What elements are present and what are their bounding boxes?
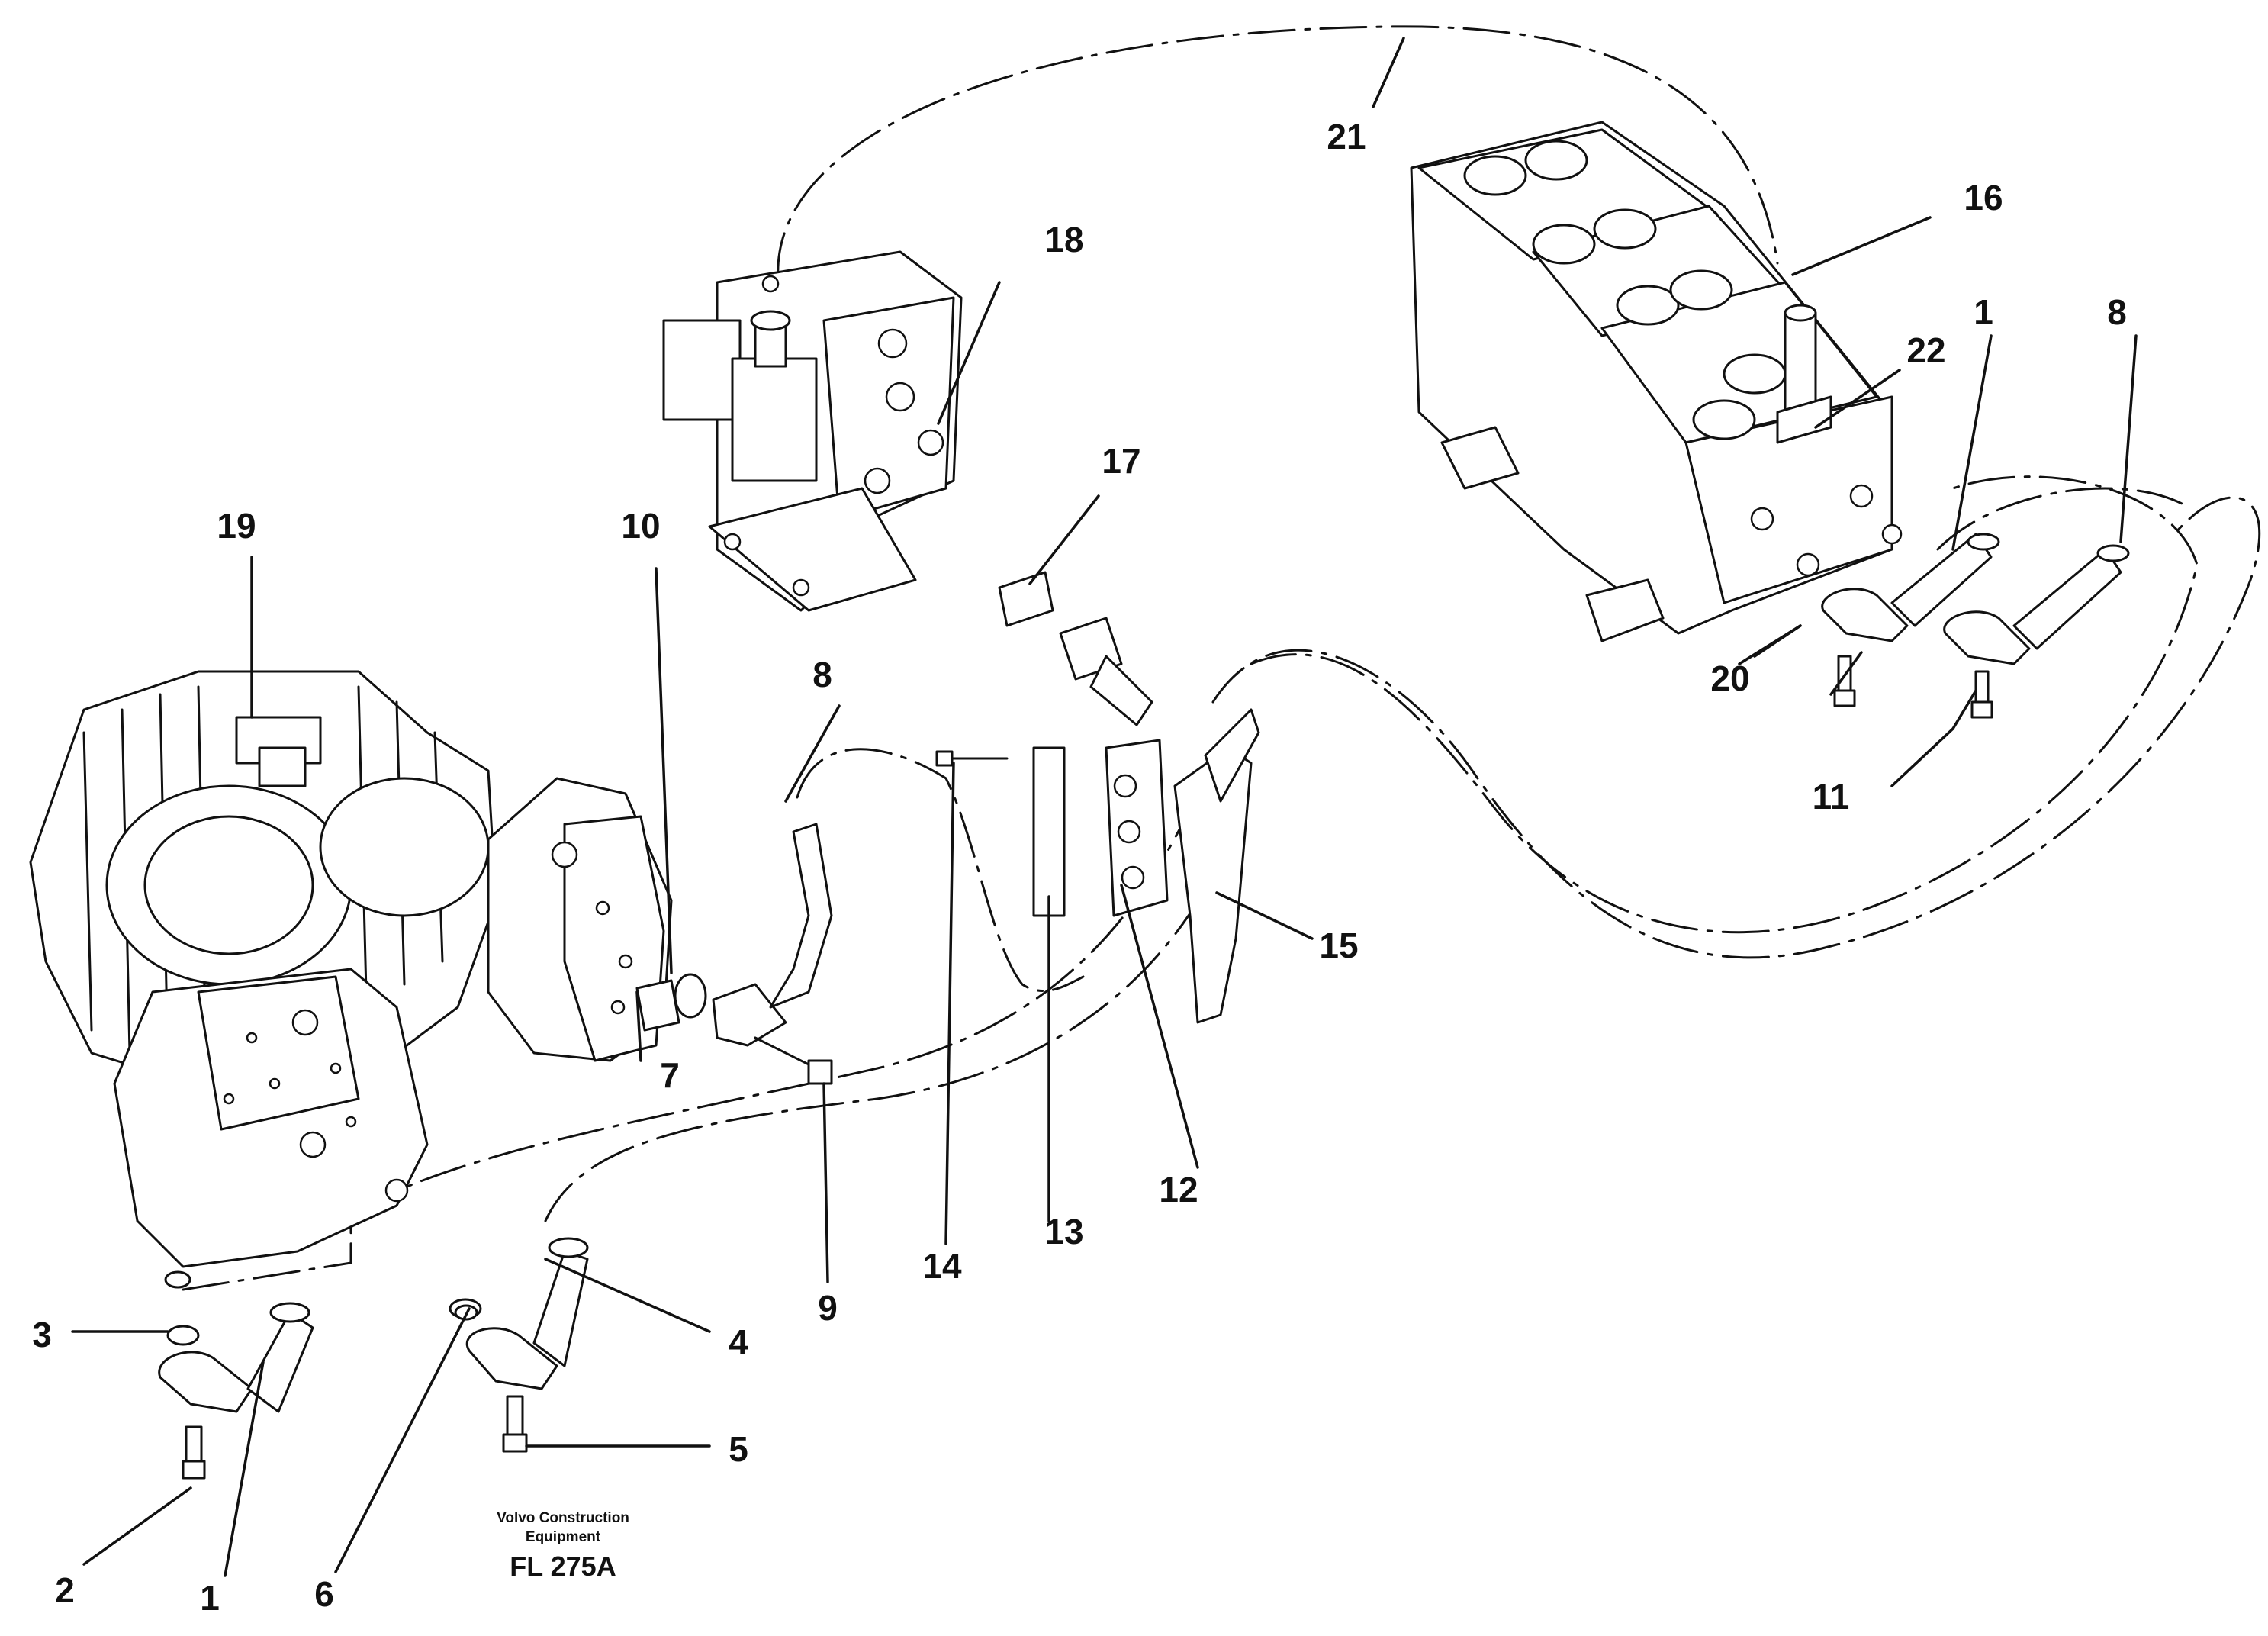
callout-3: 3 bbox=[32, 1315, 52, 1354]
callout-9: 9 bbox=[818, 1288, 838, 1328]
callout-1a: 1 bbox=[200, 1578, 220, 1618]
callout-1b: 1 bbox=[1974, 292, 1993, 332]
callout-21: 21 bbox=[1327, 117, 1366, 156]
callout-7: 7 bbox=[660, 1055, 680, 1095]
callout-5: 5 bbox=[729, 1429, 748, 1469]
hose-long-loop-inner bbox=[1250, 475, 2199, 934]
hose-main-upper bbox=[296, 807, 1192, 1253]
callout-2: 2 bbox=[55, 1570, 75, 1610]
control-valve-bank bbox=[1410, 121, 1903, 642]
callout-16: 16 bbox=[1964, 178, 2003, 217]
caption-company-line2: Equipment bbox=[526, 1529, 601, 1545]
callout-22: 22 bbox=[1906, 330, 1945, 370]
callout-labels: 19 10 18 17 8 21 16 22 1 8 20 11 15 7 12… bbox=[32, 117, 2127, 1618]
caption-company-line1: Volvo Construction bbox=[497, 1510, 629, 1526]
callout-10: 10 bbox=[621, 506, 660, 546]
callout-13: 13 bbox=[1044, 1212, 1083, 1251]
callout-14: 14 bbox=[922, 1246, 962, 1286]
pump-assembly bbox=[29, 670, 673, 1268]
valve-block bbox=[662, 250, 963, 612]
hose-p1-connection bbox=[182, 1219, 352, 1291]
hose-8-left bbox=[796, 748, 1085, 993]
callout-8a: 8 bbox=[812, 655, 832, 694]
callout-4: 4 bbox=[729, 1322, 748, 1362]
hose-long-loop-outer bbox=[1211, 496, 2261, 959]
hose-21 bbox=[777, 25, 1779, 280]
callout-8b: 8 bbox=[2107, 292, 2127, 332]
callout-15: 15 bbox=[1319, 926, 1358, 965]
hose-upper-right bbox=[1936, 487, 2183, 551]
callout-12: 12 bbox=[1159, 1170, 1198, 1209]
callout-20: 20 bbox=[1710, 659, 1749, 698]
callout-17: 17 bbox=[1102, 441, 1140, 481]
callout-6: 6 bbox=[314, 1574, 334, 1614]
leader-lines bbox=[71, 37, 2138, 1577]
diagram-caption: Volvo Construction Equipment FL 275A bbox=[497, 1510, 629, 1582]
callout-19: 19 bbox=[217, 506, 256, 546]
caption-figure-code: FL 275A bbox=[510, 1551, 616, 1582]
callout-11: 11 bbox=[1813, 777, 1850, 816]
callout-18: 18 bbox=[1044, 220, 1083, 259]
fittings bbox=[158, 533, 2130, 1480]
hose-lines bbox=[182, 25, 2261, 1291]
hose-main-lower bbox=[544, 823, 1237, 1222]
